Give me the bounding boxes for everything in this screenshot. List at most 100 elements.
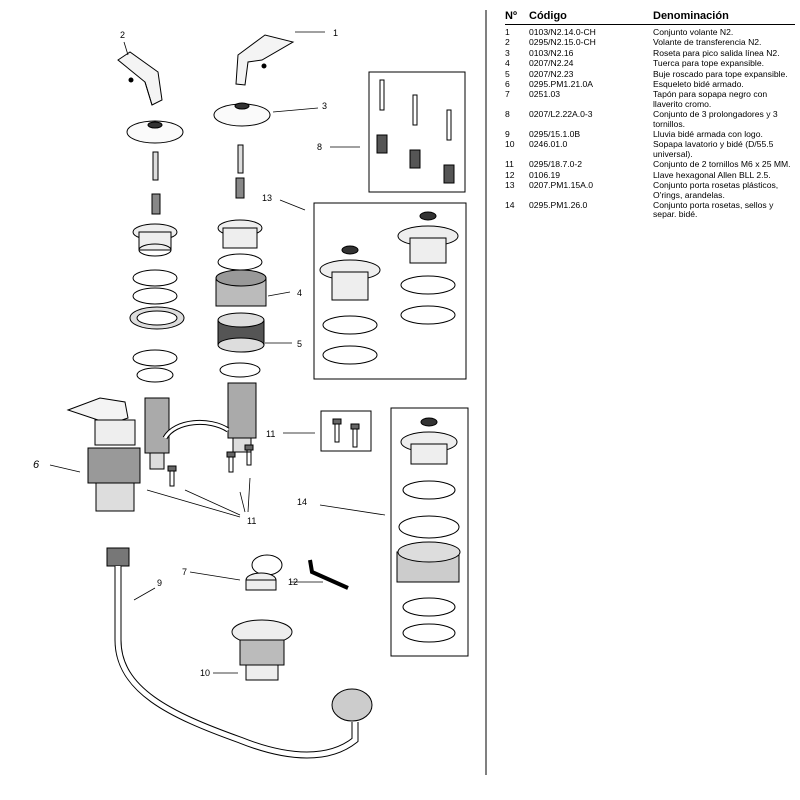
leader-lines (49, 31, 386, 674)
row-code: 0295/N2.15.0-CH (529, 37, 596, 48)
table-row: 6 0295.PM1.21.0A Esqueleto bidé armado. (505, 79, 795, 90)
row-number: 3 (505, 47, 510, 58)
table-row: 2 0295/N2.15.0-CH Volante de transferencia… (505, 37, 795, 48)
header-number: Nº (505, 10, 517, 22)
callout-11-box: 11 (266, 429, 275, 439)
callout-6: 6 (33, 459, 40, 471)
row-number: 1 (505, 27, 510, 37)
row-name: Conjunto de 2 tornillos M6 x 25 MM. (653, 159, 791, 170)
row-name: Tapón para sopapa negro con llaverito cr… (653, 89, 768, 109)
kit-8-box (368, 71, 466, 193)
row-code: 0295.PM1.26.0 (529, 199, 588, 210)
callout-labels: 1 2 3 8 13 4 5 6 11 14 11 7 12 9 10 (33, 28, 338, 678)
row-code: 0251.03 (529, 89, 561, 100)
callout-14: 14 (297, 497, 307, 507)
callout-10: 10 (200, 668, 210, 678)
row-number: 14 (505, 199, 515, 210)
row-number: 7 (505, 89, 510, 100)
callout-8: 8 (317, 142, 322, 152)
row-code: 0295/18.7.0-2 (529, 159, 583, 170)
header-name: Denominación (653, 10, 729, 22)
row-name: Volante de transferencia N2. (653, 37, 762, 48)
row-code: 0207/N2.23 (529, 68, 574, 79)
row-name: Tuerca para tope expansible. (653, 58, 764, 69)
part-2-transfer-handle (117, 51, 163, 106)
row-name: Llave hexagonal Allen BLL 2.5. (653, 169, 771, 180)
row-code: 0207.PM1.15A.0 (529, 180, 594, 191)
row-code: 0106.19 (529, 169, 561, 180)
table-row: 7 0251.03 Tapón para sopapa negro con llav… (505, 90, 795, 109)
table-row: 12 0106.19 Llave hexagonal Allen BLL 2.5. (505, 169, 795, 180)
table-row: 5 0207/N2.23 Buje roscado para tope expans… (505, 68, 795, 79)
row-code: 0295.PM1.21.0A (529, 79, 594, 90)
row-number: 6 (505, 79, 510, 90)
row-number: 13 (505, 180, 515, 191)
table-row: 9 0295/15.1.0B Lluvia bidé armada con logo… (505, 129, 795, 140)
part-9-spray-hose (106, 547, 373, 759)
kit-14-box (390, 407, 469, 657)
callout-2: 2 (120, 30, 125, 40)
kit-11-box (320, 410, 372, 452)
callout-11: 11 (247, 516, 256, 526)
parts-table-header: Nº Código Denominación (505, 10, 795, 25)
row-name: Lluvia bidé armada con logo. (653, 129, 763, 140)
header-code: Código (529, 10, 567, 22)
row-name: Conjunto volante N2. (653, 27, 734, 37)
callout-13: 13 (262, 193, 272, 203)
callout-12: 12 (288, 577, 298, 587)
right-valve-cartridge (162, 382, 257, 453)
row-number: 12 (505, 169, 515, 180)
right-ring-stack (217, 219, 263, 271)
table-row: 1 0103/N2.14.0-CH Conjunto volante N2. (505, 27, 795, 37)
row-code: 0103/N2.14.0-CH (529, 27, 596, 37)
kit-13-box (313, 202, 467, 380)
row-name: Esqueleto bidé armado. (653, 79, 744, 90)
row-name: Sopapa lavatorio y bidé (D/55.5 universa… (653, 139, 774, 159)
row-name: Roseta para pico salida línea N2. (653, 47, 780, 58)
part-4-nut (215, 269, 267, 307)
row-number: 10 (505, 139, 515, 150)
table-row: 14 0295.PM1.26.0 Conjunto porta rosetas, s… (505, 199, 795, 220)
part-6-bidet-body (66, 397, 170, 512)
table-row: 11 0295/18.7.0-2 Conjunto de 2 tornillos M… (505, 159, 795, 170)
row-number: 4 (505, 58, 510, 69)
part-5-threaded-bushing (217, 312, 265, 378)
table-row: 8 0207/L2.22A.0-3 Conjunto de 3 prolongado… (505, 110, 795, 129)
callout-4: 4 (297, 288, 302, 298)
left-ring-stack (129, 223, 185, 383)
row-number: 9 (505, 129, 510, 140)
row-name: Buje roscado para tope expansible. (653, 68, 788, 79)
row-code: 0103/N2.16 (529, 47, 574, 58)
rosette-left (126, 120, 184, 144)
row-number: 11 (505, 159, 514, 170)
row-name: Conjunto de 3 prolongadores y 3 tornillo… (653, 109, 778, 129)
callout-1: 1 (333, 28, 338, 38)
part-10-drain (231, 619, 293, 681)
callout-7: 7 (182, 567, 187, 577)
table-row: 13 0207.PM1.15A.0 Conjunto porta rosetas p… (505, 180, 795, 200)
row-code: 0246.01.0 (529, 139, 568, 150)
row-number: 2 (505, 37, 510, 48)
extender-rods (151, 144, 245, 215)
row-name: Conjunto porta rosetas, sellos y separ. … (653, 199, 774, 220)
row-code: 0207/N2.24 (529, 58, 574, 69)
parts-table-body: 1 0103/N2.14.0-CH Conjunto volante N2. 2 029… (505, 27, 795, 220)
callout-3: 3 (322, 101, 327, 111)
callout-5: 5 (297, 339, 302, 349)
part-3-rosette (213, 102, 271, 127)
table-row: 3 0103/N2.16 Roseta para pico salida línea… (505, 47, 795, 58)
row-number: 5 (505, 68, 510, 79)
row-name: Conjunto porta rosetas plásticos, O'ring… (653, 180, 779, 200)
part-7-plug (245, 554, 283, 591)
part-1-handle (235, 34, 295, 86)
row-number: 8 (505, 109, 510, 120)
screws-11 (167, 444, 254, 487)
part-12-allen-key (308, 559, 349, 590)
table-row: 10 0246.01.0 Sopapa lavatorio y bidé (D/55… (505, 140, 795, 159)
table-row: 4 0207/N2.24 Tuerca para tope expansible. (505, 58, 795, 69)
row-code: 0207/L2.22A.0-3 (529, 109, 593, 120)
parts-table: Nº Código Denominación 1 0103/N2.14.0-CH C… (505, 10, 795, 221)
row-code: 0295/15.1.0B (529, 129, 581, 140)
callout-9: 9 (157, 578, 162, 588)
